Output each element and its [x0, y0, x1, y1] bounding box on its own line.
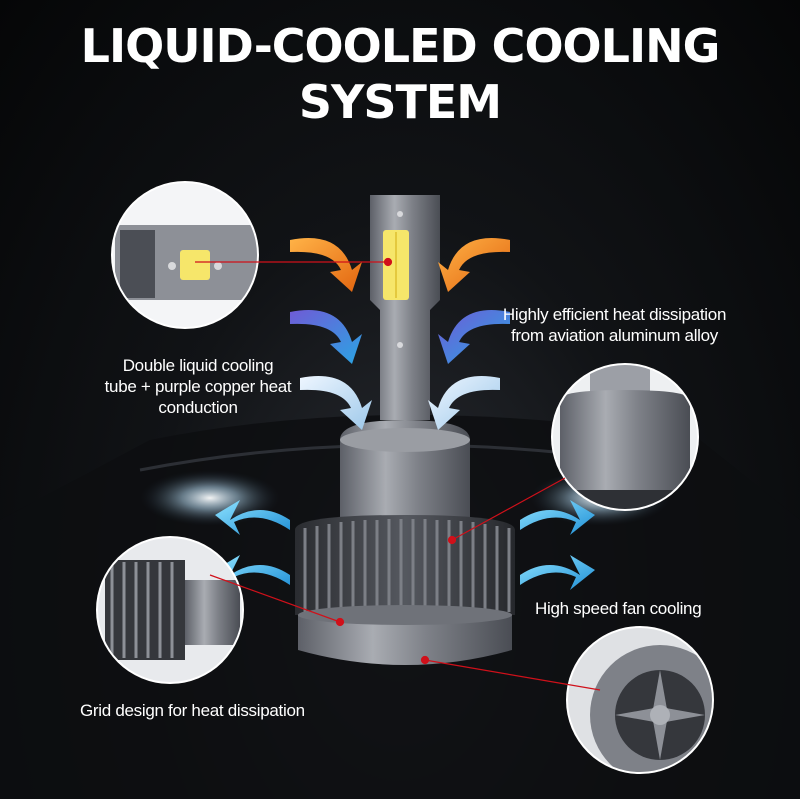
label-line: Highly efficient heat dissipation: [502, 305, 727, 324]
heat-flow-arrows: [215, 238, 595, 590]
blue-arrow-left-icon: [290, 310, 362, 364]
callout-grid-closeup: [96, 536, 244, 684]
label-fan-cooling: High speed fan cooling: [535, 599, 702, 618]
title-line-2: SYSTEM: [298, 75, 502, 129]
callout-led-closeup: [111, 181, 259, 329]
label-line: Double liquid cooling: [122, 356, 274, 375]
callout-fan-closeup: [566, 626, 714, 774]
title-line-1: LIQUID-COOLED COOLING: [80, 19, 721, 73]
label-line: conduction: [158, 398, 238, 417]
cyan-arrow-left-top-icon: [215, 500, 290, 535]
callout-collar-closeup: [551, 363, 699, 511]
blue-arrow-right-icon: [438, 310, 510, 364]
light-arrow-right-icon: [428, 376, 500, 430]
label-line: tube + purple copper heat: [104, 377, 292, 396]
orange-arrow-left-icon: [290, 238, 362, 292]
page-title: LIQUID-COOLED COOLING SYSTEM: [0, 18, 800, 130]
label-grid-design: Grid design for heat dissipation: [80, 701, 305, 720]
label-aviation-aluminum: Highly efficient heat dissipation from a…: [492, 304, 737, 346]
heatsink-fins: [303, 519, 511, 612]
led-bulb: [295, 195, 515, 665]
leader-lines: [195, 257, 601, 691]
orange-arrow-right-icon: [438, 238, 510, 292]
label-double-liquid-cooling: Double liquid cooling tube + purple copp…: [103, 355, 293, 418]
cyan-arrow-right-top-icon: [520, 500, 595, 535]
light-arrow-left-icon: [300, 376, 372, 430]
cyan-arrow-right-bottom-icon: [520, 555, 595, 590]
label-line: from aviation aluminum alloy: [510, 326, 719, 345]
